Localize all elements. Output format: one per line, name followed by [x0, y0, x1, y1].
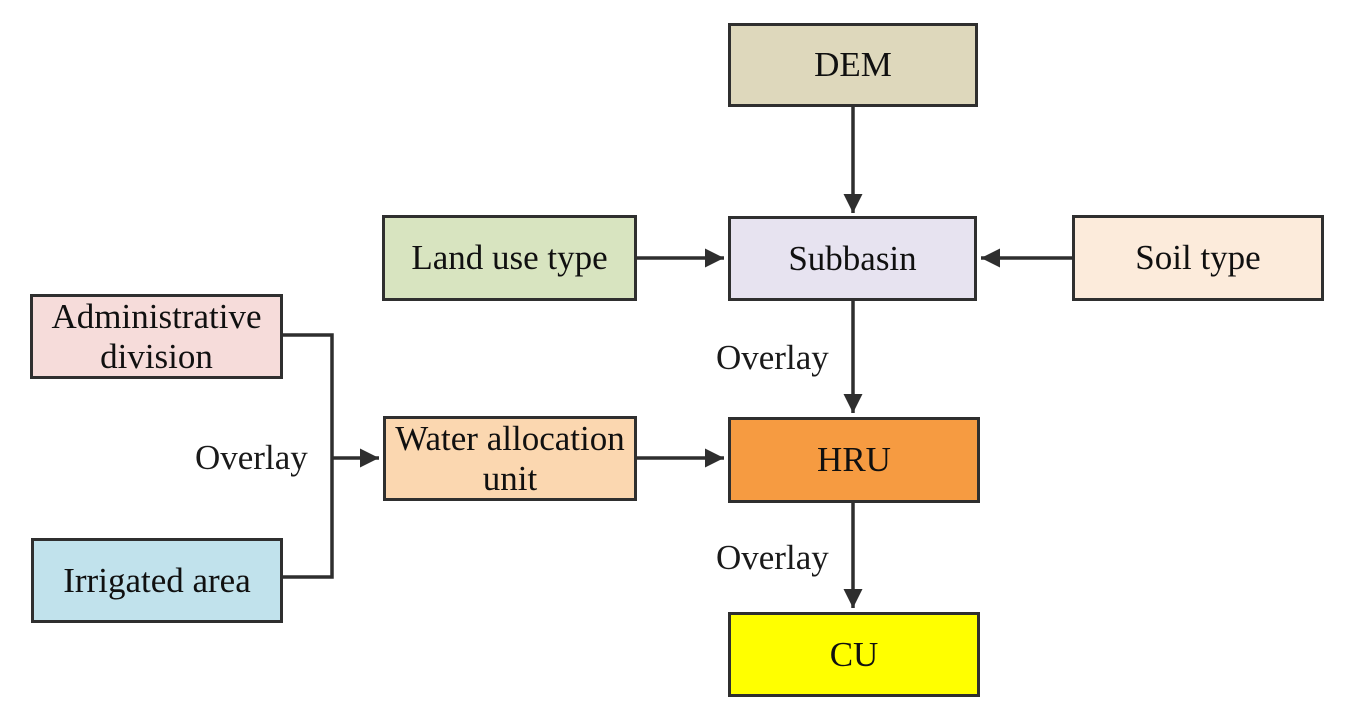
- node-dem: DEM: [728, 23, 978, 107]
- node-irrigated-area: Irrigated area: [31, 538, 283, 623]
- node-hru-label: HRU: [817, 440, 891, 480]
- edge-label-overlay-subbasin-hru: Overlay: [716, 338, 829, 377]
- node-water-allocation-unit-label: Water allocation unit: [395, 419, 625, 498]
- node-land-use-type: Land use type: [382, 215, 637, 301]
- node-irrigated-area-label: Irrigated area: [63, 560, 251, 600]
- node-soil-type-label: Soil type: [1135, 238, 1261, 278]
- node-subbasin: Subbasin: [728, 216, 977, 301]
- node-administrative-division-label: Administrative division: [51, 297, 262, 376]
- node-administrative-division: Administrative division: [30, 294, 283, 379]
- edge-label-overlay-hru-cu: Overlay: [716, 538, 829, 577]
- node-land-use-type-label: Land use type: [411, 238, 608, 278]
- node-subbasin-label: Subbasin: [788, 238, 917, 278]
- node-hru: HRU: [728, 417, 980, 503]
- edge-label-overlay-left: Overlay: [195, 438, 308, 477]
- node-cu-label: CU: [829, 634, 879, 674]
- node-dem-label: DEM: [814, 45, 892, 85]
- node-water-allocation-unit: Water allocation unit: [383, 416, 637, 501]
- node-cu: CU: [728, 612, 980, 697]
- edge-admin-irrigated-bracket: [283, 333, 334, 579]
- node-soil-type: Soil type: [1072, 215, 1324, 301]
